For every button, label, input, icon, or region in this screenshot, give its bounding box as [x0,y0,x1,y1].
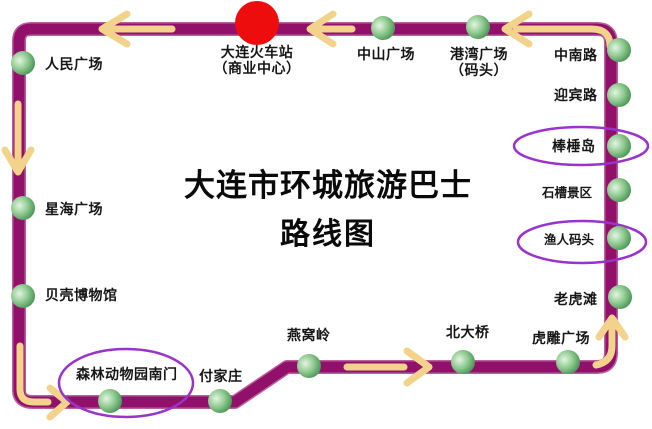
station-label-dalian-railway-station: 大连火车站 （商业中心） [213,44,301,76]
station-dot-renmin-guangchang [11,51,35,75]
direction-arrow-top-west-3 [501,10,614,50]
station-label-zhongshan-guangchang: 中山广场 [357,46,415,62]
station-label-fishermans-wharf: 渔人码头 [544,233,595,247]
station-label-yanwoling: 燕窝岭 [287,327,331,343]
station-dot-beike-museum [11,284,35,308]
station-label-zhongnan-road: 中南路 [554,47,598,63]
station-dot-shicao-scenic-area [607,178,631,202]
station-dot-forest-zoo-south-gate [98,389,122,413]
station-label-beike-museum: 贝壳博物馆 [45,287,118,303]
station-dot-bangchui-island [607,134,631,158]
direction-arrow-top-west-1 [98,10,176,48]
direction-arrow-bottom-east [343,347,433,387]
station-label-xinghai-guangchang: 星海广场 [45,201,103,217]
station-dot-xinghai-guangchang [11,196,35,220]
station-label-laohutan: 老虎滩 [554,291,598,307]
map-title-line2: 路线图 [280,218,376,251]
station-label-yingbin-road: 迎宾路 [554,87,598,103]
station-label-forest-zoo-south-gate: 森林动物园南门 [76,366,178,382]
station-dot-hudiao-guangchang [556,350,580,374]
station-label-renmin-guangchang: 人民广场 [45,56,103,72]
direction-arrow-right-up-elbow [592,314,629,369]
station-label-gangwan-guangchang: 港湾广场 （码头） [450,46,508,78]
direction-arrow-bottomleft-elbow [16,342,71,421]
station-dot-zhongnan-road [607,38,631,62]
terminal-marker-dalian-railway-station [235,1,279,45]
station-label-beidaqiao: 北大桥 [446,324,490,340]
highlight-ellipse-bangchui-island [512,125,650,167]
station-label-shicao-scenic-area: 石槽景区 [542,186,593,200]
station-dot-fishermans-wharf [607,226,631,250]
direction-arrow-top-west-2 [306,10,356,48]
station-dot-laohutan [608,285,632,309]
station-dot-yingbin-road [607,83,631,107]
highlight-ellipse-fishermans-wharf [516,219,648,265]
direction-arrow-left-down [1,100,35,176]
map-title-line1: 大连市环城旅游巴士 [184,168,472,203]
station-dot-gangwan-guangchang [466,15,490,39]
station-dot-yanwoling [297,354,321,378]
station-dot-zhongshan-guangchang [371,16,395,40]
station-label-bangchui-island: 棒棰岛 [552,138,596,154]
station-label-fujiazhuang: 付家庄 [199,368,243,384]
station-dot-fujiazhuang [208,389,232,413]
highlight-ellipse-forest-zoo-south-gate [57,347,195,419]
map-title: 大连市环城旅游巴士 路线图 [150,168,506,252]
station-label-hudiao-guangchang: 虎雕广场 [532,330,590,346]
station-dot-beidaqiao [451,350,475,374]
